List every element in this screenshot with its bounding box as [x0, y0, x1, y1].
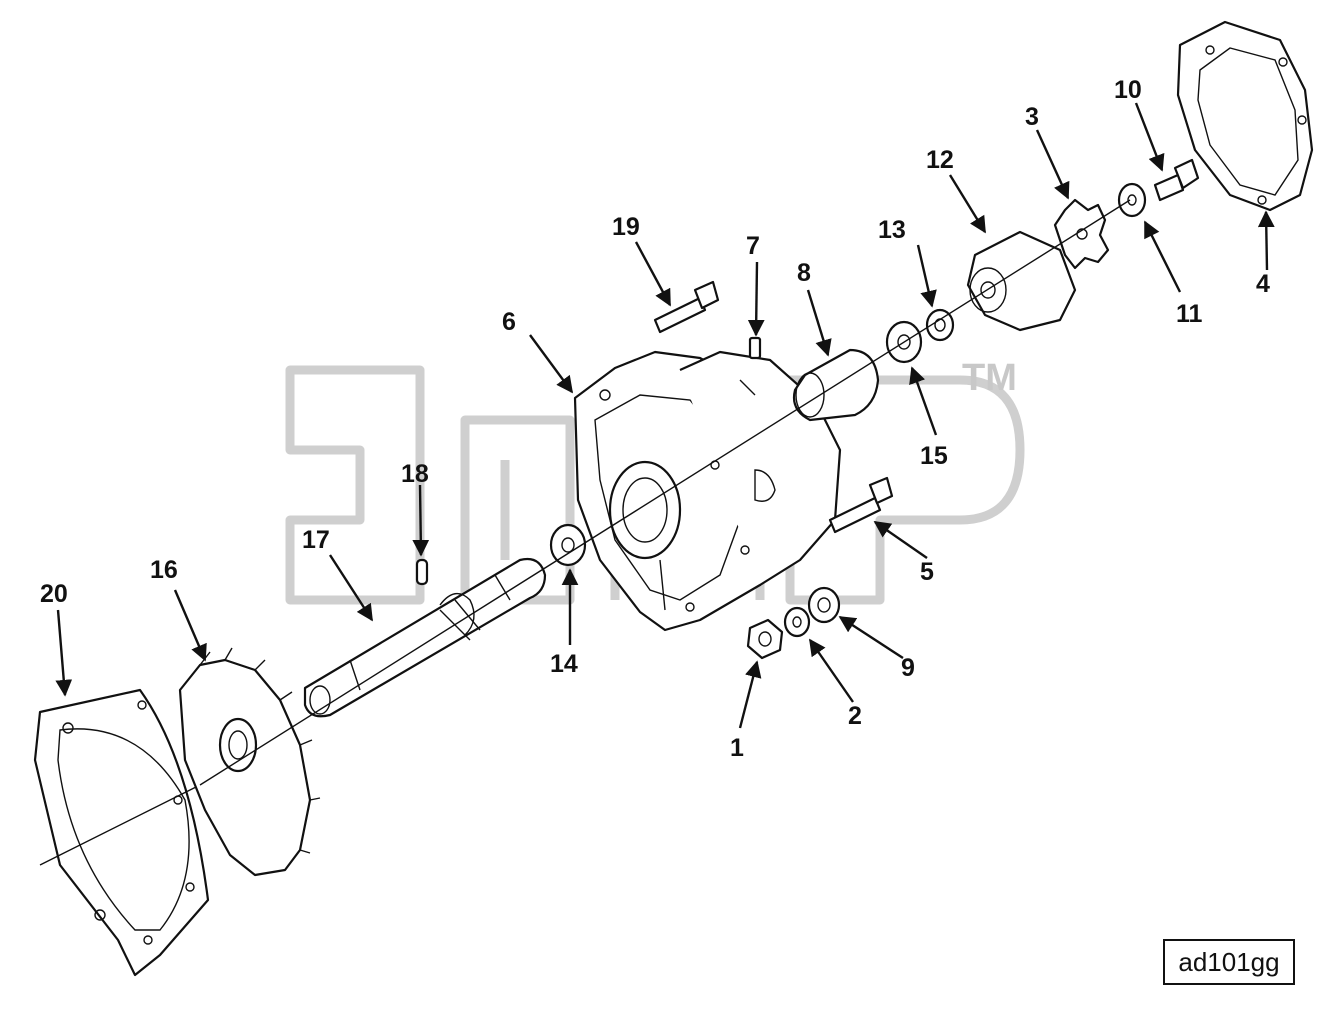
callout-8: 8 [797, 259, 811, 287]
callout-11: 11 [1176, 300, 1203, 328]
callout-20: 20 [40, 580, 68, 608]
callout-9: 9 [901, 654, 915, 682]
part-2-lock-washer [783, 606, 811, 638]
part-19-bolt [653, 280, 720, 334]
callout-12: 12 [926, 146, 954, 174]
part-10-bolt [1153, 158, 1200, 202]
part-1-nut [746, 618, 784, 660]
watermark-tm: TM [962, 357, 1017, 399]
callout-4: 4 [1256, 270, 1270, 298]
callout-7: 7 [746, 232, 760, 260]
part-6-housing [573, 350, 842, 632]
part-14-washer [549, 523, 587, 567]
callout-14: 14 [550, 650, 578, 678]
callout-16: 16 [150, 556, 178, 584]
part-7-plug [748, 336, 762, 360]
callout-2: 2 [848, 702, 862, 730]
callout-13: 13 [878, 216, 906, 244]
callout-1: 1 [730, 734, 744, 762]
part-4-cover-gasket [1176, 20, 1314, 212]
callout-10: 10 [1114, 76, 1142, 104]
figure-reference-code: ad101gg [1163, 939, 1295, 985]
part-5-bolt [828, 476, 894, 534]
part-9-washer [807, 586, 841, 624]
part-20-gasket [33, 688, 210, 977]
callout-15: 15 [920, 442, 948, 470]
callout-17: 17 [302, 526, 330, 554]
part-18-dowel-pin [415, 558, 429, 586]
part-11-washer [1117, 182, 1147, 218]
callout-19: 19 [612, 213, 640, 241]
callout-arrows [55, 102, 1275, 729]
callout-3: 3 [1025, 103, 1039, 131]
part-12-rotor [966, 230, 1077, 332]
part-16-gear [178, 647, 321, 877]
callout-18: 18 [401, 460, 429, 488]
callout-labels: 1 2 3 4 5 6 7 8 9 10 11 12 13 14 15 16 1… [40, 76, 1270, 762]
callout-5: 5 [920, 558, 934, 586]
callout-6: 6 [502, 308, 516, 336]
